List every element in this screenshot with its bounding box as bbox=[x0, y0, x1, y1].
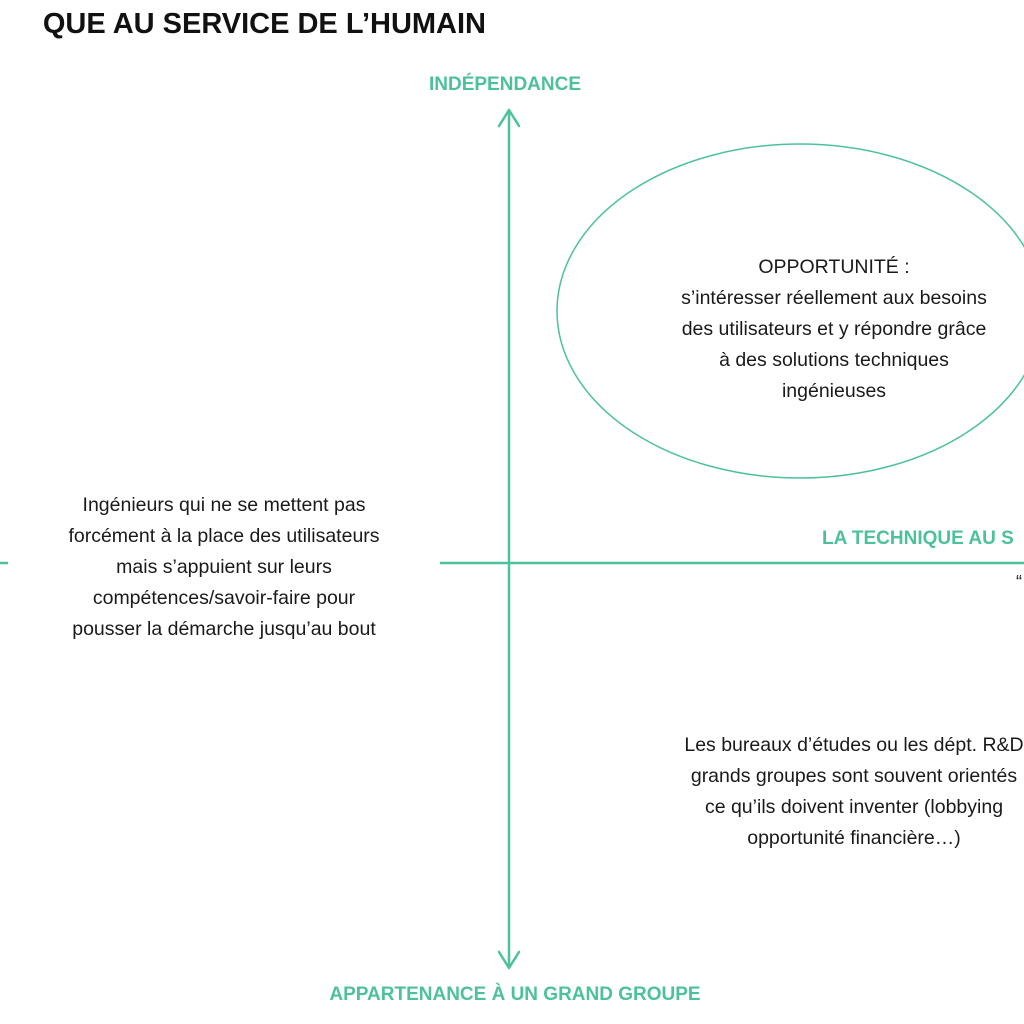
text-line: pousser la démarche jusqu’au bout bbox=[72, 618, 376, 640]
text-line: Les bureaux d’études ou les dépt. R&D bbox=[684, 734, 1024, 756]
quadrant-bottom-right-text: Les bureaux d’études ou les dépt. R&D gr… bbox=[604, 730, 1024, 854]
right-quote-fragment: “ bbox=[1016, 572, 1022, 592]
text-line: compétences/savoir-faire pour bbox=[92, 587, 356, 609]
text-line: forcément à la place des utilisateurs bbox=[68, 525, 380, 547]
axis-arrow-up bbox=[497, 108, 521, 128]
axis-label-technique: LA TECHNIQUE AU S bbox=[822, 528, 1014, 549]
quadrant-left-text: Ingénieurs qui ne se mettent pas forcéme… bbox=[24, 490, 424, 645]
page-title-text: QUE AU SERVICE DE L’HUMAIN bbox=[42, 8, 486, 40]
text-line: grands groupes sont souvent orientés bbox=[690, 765, 1018, 787]
page-title: QUE AU SERVICE DE L’HUMAIN bbox=[0, 2, 1024, 46]
text-line: OPPORTUNITÉ : bbox=[758, 256, 910, 278]
text-line: Ingénieurs qui ne se mettent pas bbox=[82, 494, 366, 516]
axis-label-independance: INDÉPENDANCE bbox=[428, 74, 582, 95]
opportunity-text: OPPORTUNITÉ : s’intéresser réellement au… bbox=[634, 252, 1024, 407]
text-line: opportunité financière…) bbox=[747, 827, 961, 849]
text-line: ingénieuses bbox=[781, 380, 887, 402]
text-line: à des solutions techniques bbox=[719, 349, 949, 371]
text-line: des utilisateurs et y répondre grâce bbox=[681, 318, 987, 340]
text-line: s’intéresser réellement aux besoins bbox=[681, 287, 987, 309]
axis-arrow-down bbox=[497, 950, 521, 970]
text-line: ce qu’ils doivent inventer (lobbying bbox=[704, 796, 1004, 818]
opportunity-ellipse bbox=[556, 143, 1024, 479]
axis-label-grand-groupe: APPARTENANCE À UN GRAND GROUPE bbox=[329, 984, 701, 1005]
text-line: mais s’appuient sur leurs bbox=[116, 556, 332, 578]
